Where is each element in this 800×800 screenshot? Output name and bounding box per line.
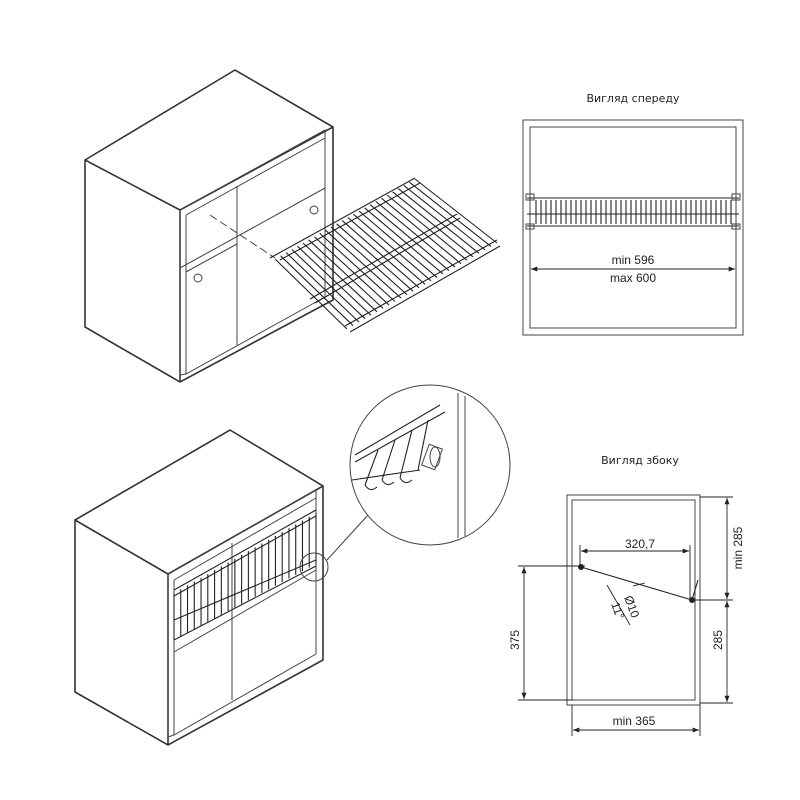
rack-wire: [414, 178, 498, 244]
front-dim-max: max 600: [610, 271, 656, 285]
detail-zoom: [349, 384, 511, 546]
rack-wire: [291, 249, 366, 320]
front-view-title: Вигляд спереду: [586, 92, 680, 105]
rack-wire: [297, 245, 372, 316]
side-dim-top: min 285: [731, 526, 745, 569]
rack-wire: [369, 204, 450, 271]
dish-rack-top: [269, 177, 501, 333]
rack-wire: [392, 191, 474, 258]
rack-wire: [358, 210, 438, 278]
rack-wire: [353, 213, 432, 282]
front-view-drawing: [522, 119, 744, 336]
rack-wire: [364, 207, 444, 275]
rack-wire: [280, 255, 354, 326]
rack-wire: [341, 220, 420, 289]
side-dim-angle: 11°: [608, 600, 627, 621]
rack-wire: [285, 252, 360, 323]
rack-wire: [319, 232, 396, 302]
rack-wire: [336, 223, 414, 292]
rack-wire: [313, 236, 390, 306]
side-dim-width: 320,7: [625, 537, 655, 551]
side-dim-height: 375: [508, 630, 522, 650]
rack-wire: [409, 181, 492, 247]
side-view-drawing: [518, 494, 733, 736]
rack-wire: [330, 226, 408, 296]
rack-wire: [381, 197, 462, 265]
rack-wire: [274, 258, 348, 330]
front-dim-min: min 596: [612, 253, 655, 267]
cabinet-bottom-illustration: [74, 429, 369, 746]
rack-wire: [308, 239, 384, 309]
rack-wire: [375, 200, 456, 268]
rack-wire: [302, 242, 378, 313]
side-dim-bottom: 285: [711, 630, 725, 650]
rack-wire: [347, 216, 426, 285]
rack-wire: [397, 188, 480, 254]
rack-wire: [325, 229, 402, 299]
dish-rack-bottom: [173, 509, 317, 641]
side-view-title: Вигляд збоку: [601, 454, 679, 467]
cabinet-top-illustration: [84, 69, 501, 383]
rack-wire: [403, 184, 486, 251]
rack-wire: [386, 194, 468, 261]
side-dim-depth: min 365: [613, 714, 656, 728]
